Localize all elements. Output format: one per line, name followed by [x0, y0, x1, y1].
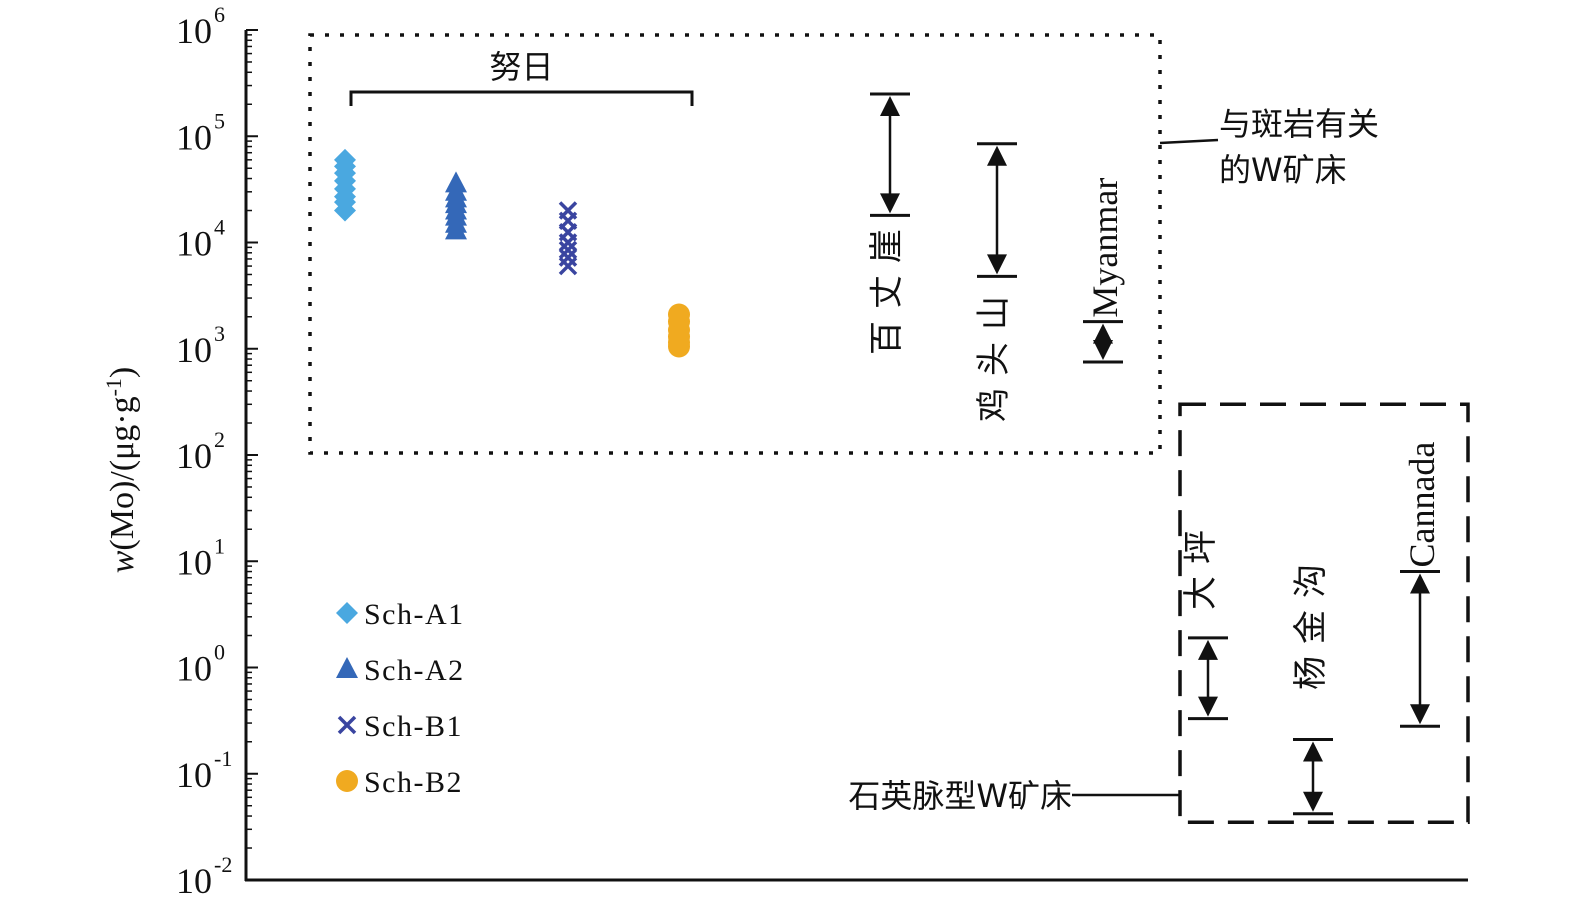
quartz-vein-group-label: 石英脉型W矿床 — [848, 777, 1072, 815]
range-2: Myanmar — [1083, 178, 1125, 364]
legend-marker — [336, 657, 358, 678]
data-point — [558, 240, 578, 260]
range-arrowhead — [1198, 696, 1218, 717]
range-1: 鸡头山 — [974, 142, 1017, 422]
range-arrowhead — [1410, 704, 1430, 725]
range-label: 百丈崖 — [867, 217, 907, 355]
legend-label: Sch-A1 — [364, 598, 465, 631]
y-tick-exponent: 3 — [214, 321, 225, 346]
range-label: 大坪 — [1181, 518, 1221, 610]
y-tick-exponent: -1 — [214, 746, 232, 771]
y-tick-label: 10 — [176, 861, 212, 901]
y-tick-exponent: 2 — [214, 427, 225, 452]
range-arrowhead — [1093, 340, 1113, 361]
range-arrowhead — [1303, 791, 1323, 812]
range-arrowhead — [1093, 323, 1113, 344]
range-markers: 百丈崖 鸡头山 Myanmar 大坪 杨金沟 Cannada — [867, 92, 1442, 816]
range-5: Cannada — [1400, 442, 1442, 728]
range-4: 杨金沟 — [1291, 552, 1333, 816]
y-tick-exponent: 5 — [214, 108, 225, 133]
quartz-vein-group-box — [1178, 402, 1470, 824]
range-arrowhead — [880, 193, 900, 214]
y-tick-label: 10 — [176, 117, 212, 157]
data-points: 努日 — [334, 48, 694, 358]
data-point — [558, 233, 578, 252]
data-point-stroke — [558, 233, 578, 252]
range-label: 鸡头山 — [974, 284, 1014, 422]
y-tick-label: 10 — [176, 224, 212, 264]
y-tick-exponent: -2 — [214, 852, 232, 877]
y-tick-label: 10 — [176, 542, 212, 582]
range-label: 杨金沟 — [1291, 552, 1331, 690]
y-tick-exponent: 6 — [214, 2, 225, 27]
y-axis-label: w(Mo)/(μg·g-1) — [101, 367, 141, 574]
range-arrowhead — [987, 254, 1007, 275]
legend-item: Sch-B2 — [336, 766, 463, 799]
y-axis-label-sup: -1 — [101, 378, 126, 396]
y-tick-base: 10 — [176, 224, 212, 264]
legend-marker — [337, 715, 357, 735]
legend-item: Sch-A2 — [336, 654, 465, 687]
range-arrowhead — [1198, 639, 1218, 660]
range-arrowhead — [880, 95, 900, 116]
series-sch-b1 — [558, 201, 578, 276]
y-tick-base: 10 — [176, 330, 212, 370]
y-tick-base: 10 — [176, 542, 212, 582]
group-bracket — [349, 90, 694, 106]
y-tick-base: 10 — [176, 649, 212, 689]
data-point-stroke — [558, 256, 578, 276]
legend-marker-stroke — [337, 715, 357, 735]
y-tick-exponent: 1 — [214, 533, 225, 558]
y-tick-label: 10 — [176, 436, 212, 476]
data-point — [334, 199, 356, 222]
data-point-stroke — [558, 240, 578, 260]
data-point — [558, 256, 578, 276]
range-label: Myanmar — [1085, 178, 1125, 318]
y-tick-base: 10 — [176, 11, 212, 51]
legend-item: Sch-B1 — [337, 710, 463, 743]
y-tick-label: 10 — [176, 330, 212, 370]
legend-item: Sch-A1 — [336, 598, 465, 631]
legend-label: Sch-A2 — [364, 654, 465, 687]
y-tick-exponent: 4 — [214, 215, 225, 240]
range-3: 大坪 — [1181, 518, 1228, 721]
series-sch-b2 — [668, 303, 690, 358]
y-axis-label-main: (Mo)/(μg·g — [104, 396, 141, 550]
range-label: Cannada — [1402, 442, 1442, 568]
data-point — [445, 218, 467, 240]
data-point — [668, 335, 690, 358]
y-tick-label: 10 — [176, 649, 212, 689]
porphyry-group-label: 的W矿床 — [1219, 151, 1347, 189]
legend-marker — [336, 602, 358, 624]
y-axis-label-italic: w — [104, 550, 141, 573]
range-arrowhead — [1410, 573, 1430, 594]
range-arrowhead — [987, 145, 1007, 166]
range-0: 百丈崖 — [867, 92, 910, 355]
group-bracket-label: 努日 — [489, 48, 553, 86]
range-arrowhead — [1303, 741, 1323, 762]
legend-label: Sch-B1 — [364, 710, 463, 743]
legend-marker — [336, 770, 358, 792]
porphyry-group-leader — [1159, 138, 1219, 145]
y-tick-base: 10 — [176, 117, 212, 157]
y-tick-base: 10 — [176, 436, 212, 476]
series-sch-a2 — [445, 171, 467, 240]
series-sch-a1 — [334, 148, 356, 222]
porphyry-group-box — [308, 33, 1162, 455]
y-tick-exponent: 0 — [214, 640, 225, 665]
y-tick-base: 10 — [176, 755, 212, 795]
y-tick-base: 10 — [176, 861, 212, 901]
y-tick-label: 10 — [176, 755, 212, 795]
y-axis-label-close: ) — [104, 367, 141, 378]
porphyry-group-label: 与斑岩有关 — [1219, 105, 1379, 143]
y-tick-label: 10 — [176, 11, 212, 51]
legend-label: Sch-B2 — [364, 766, 463, 799]
